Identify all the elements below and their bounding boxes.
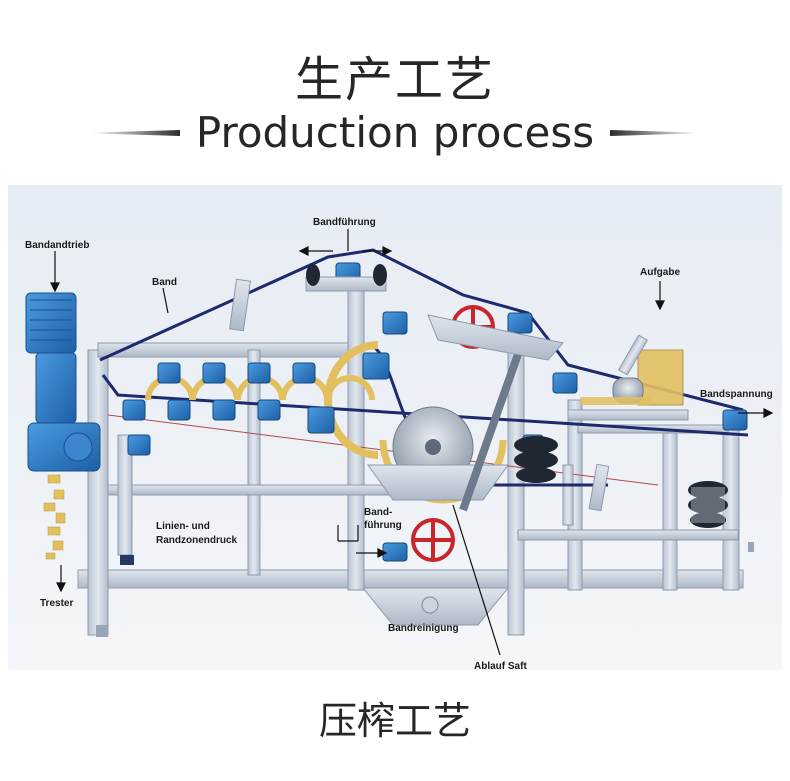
label-linien-line1: Linien- und	[156, 521, 210, 532]
label-bandfuehrung-top: Bandführung	[313, 217, 376, 228]
pomace-discharge	[43, 474, 66, 560]
pneumatic-bellows	[514, 436, 728, 528]
juice-tray	[367, 314, 564, 512]
section-title-pressing: 压榨工艺	[318, 699, 471, 743]
title-english-row: Production process	[0, 108, 790, 158]
label-ablauf-saft: Ablauf Saft	[474, 661, 527, 670]
belt-press-diagram: Bandandtrieb Band Bandführung Aufgabe Ba…	[8, 185, 782, 672]
label-bandreinigung: Bandreinigung	[388, 623, 459, 634]
page-title-chinese: 生产工艺	[294, 52, 495, 108]
label-aufgabe: Aufgabe	[640, 267, 680, 278]
belt-guide-top	[305, 264, 387, 292]
drive-motor	[25, 292, 101, 472]
page-title-english: Production process	[195, 108, 595, 157]
guide-plates	[229, 278, 610, 512]
label-bandandtrieb: Bandandtrieb	[25, 240, 89, 251]
diagram-labels: Bandandtrieb Band Bandführung Aufgabe Ba…	[25, 217, 773, 672]
feed-hopper	[580, 334, 684, 406]
label-bandfuehrung-mid-line2: führung	[364, 520, 402, 531]
label-bandspannung: Bandspannung	[700, 389, 773, 400]
annotation-lines	[50, 229, 774, 656]
label-linien-line2: Randzonendruck	[156, 535, 238, 546]
decorative-rule-left	[90, 130, 180, 136]
label-bandfuehrung-mid-line1: Band-	[364, 507, 392, 518]
label-trester: Trester	[40, 598, 73, 609]
belt-press-illustration: Bandandtrieb Band Bandführung Aufgabe Ba…	[25, 217, 774, 672]
label-band: Band	[152, 277, 177, 288]
decorative-rule-right	[610, 130, 700, 136]
